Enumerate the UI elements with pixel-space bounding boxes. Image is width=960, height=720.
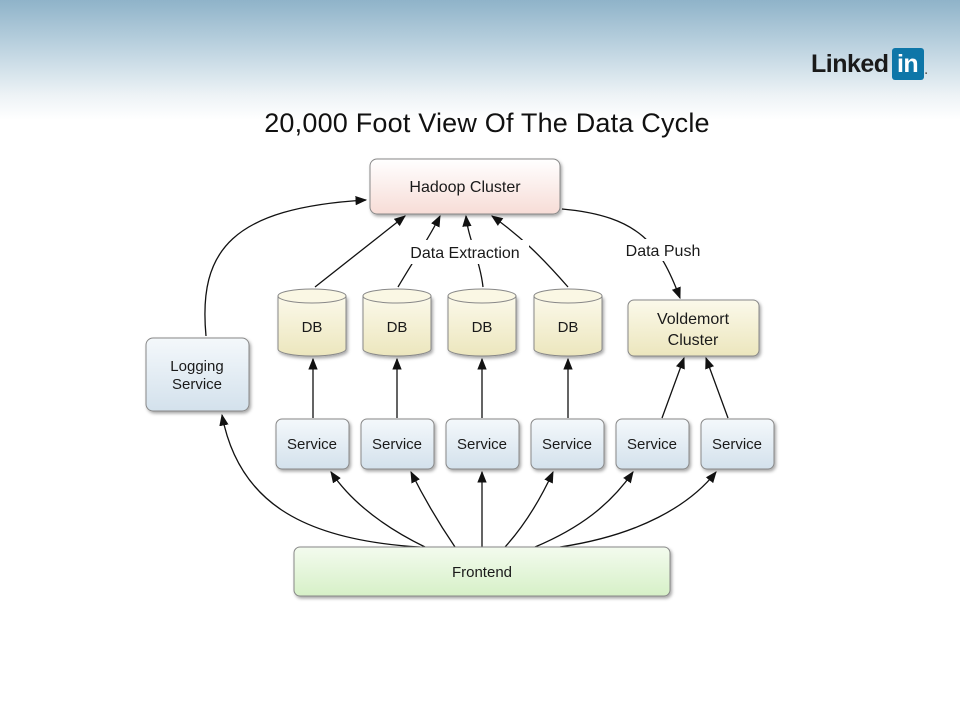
- node-service-4: Service: [530, 418, 605, 470]
- logging-label-2: Service: [172, 376, 222, 393]
- node-service-6: Service: [700, 418, 775, 470]
- slide-title: 20,000 Foot View Of The Data Cycle: [264, 108, 710, 138]
- edge-frontend-to-svc5: [534, 471, 634, 548]
- header-band: [0, 0, 960, 120]
- voldemort-label-1: Voldemort: [657, 311, 730, 328]
- hadoop-label: Hadoop Cluster: [409, 179, 521, 196]
- edge-hadoop-to-voldemort: [561, 208, 681, 300]
- service-label: Service: [627, 436, 677, 453]
- frontend-label: Frontend: [452, 564, 512, 581]
- linkedin-logo: Linked in .: [811, 47, 928, 81]
- edge-db1-to-hadoop: [314, 215, 406, 288]
- logo-in-box: in: [891, 48, 924, 80]
- edge-db4-to-hadoop: [491, 215, 569, 288]
- node-service-1: Service: [275, 418, 350, 470]
- node-db-2: DB: [362, 288, 432, 357]
- edge-frontend-to-svc6: [559, 471, 717, 548]
- logging-label-1: Logging: [170, 358, 223, 375]
- node-db-1: DB: [277, 288, 347, 357]
- node-service-5: Service: [615, 418, 690, 470]
- node-service-2: Service: [360, 418, 435, 470]
- service-label: Service: [372, 436, 422, 453]
- edge-frontend-to-logging: [219, 413, 421, 548]
- edge-logging-to-hadoop: [204, 195, 368, 337]
- edge-frontend-to-svc4: [504, 470, 554, 548]
- edge-svc6-to-voldemort: [705, 356, 729, 419]
- db-label: DB: [387, 319, 408, 336]
- node-db-3: DB: [447, 288, 517, 357]
- node-voldemort-cluster: Voldemort Cluster: [627, 299, 760, 357]
- voldemort-label-2: Cluster: [668, 332, 719, 349]
- logo-dot: .: [924, 65, 928, 77]
- edge-frontend-to-svc1: [330, 471, 426, 548]
- edge-frontend-to-svc2: [410, 470, 456, 548]
- db-label: DB: [302, 319, 323, 336]
- service-label: Service: [287, 436, 337, 453]
- node-service-3: Service: [445, 418, 520, 470]
- service-label: Service: [712, 436, 762, 453]
- node-logging-service: Logging Service: [145, 337, 250, 412]
- node-frontend: Frontend: [293, 546, 671, 597]
- logo-word: Linked: [811, 49, 889, 78]
- edge-svc5-to-voldemort: [661, 356, 685, 419]
- db-label: DB: [472, 319, 493, 336]
- db-label: DB: [558, 319, 579, 336]
- node-hadoop-cluster: Hadoop Cluster: [369, 158, 561, 215]
- node-db-4: DB: [533, 288, 603, 357]
- edge-label-data-push: Data Push: [626, 243, 701, 260]
- service-label: Service: [542, 436, 592, 453]
- service-label: Service: [457, 436, 507, 453]
- edge-label-data-extraction: Data Extraction: [410, 245, 519, 262]
